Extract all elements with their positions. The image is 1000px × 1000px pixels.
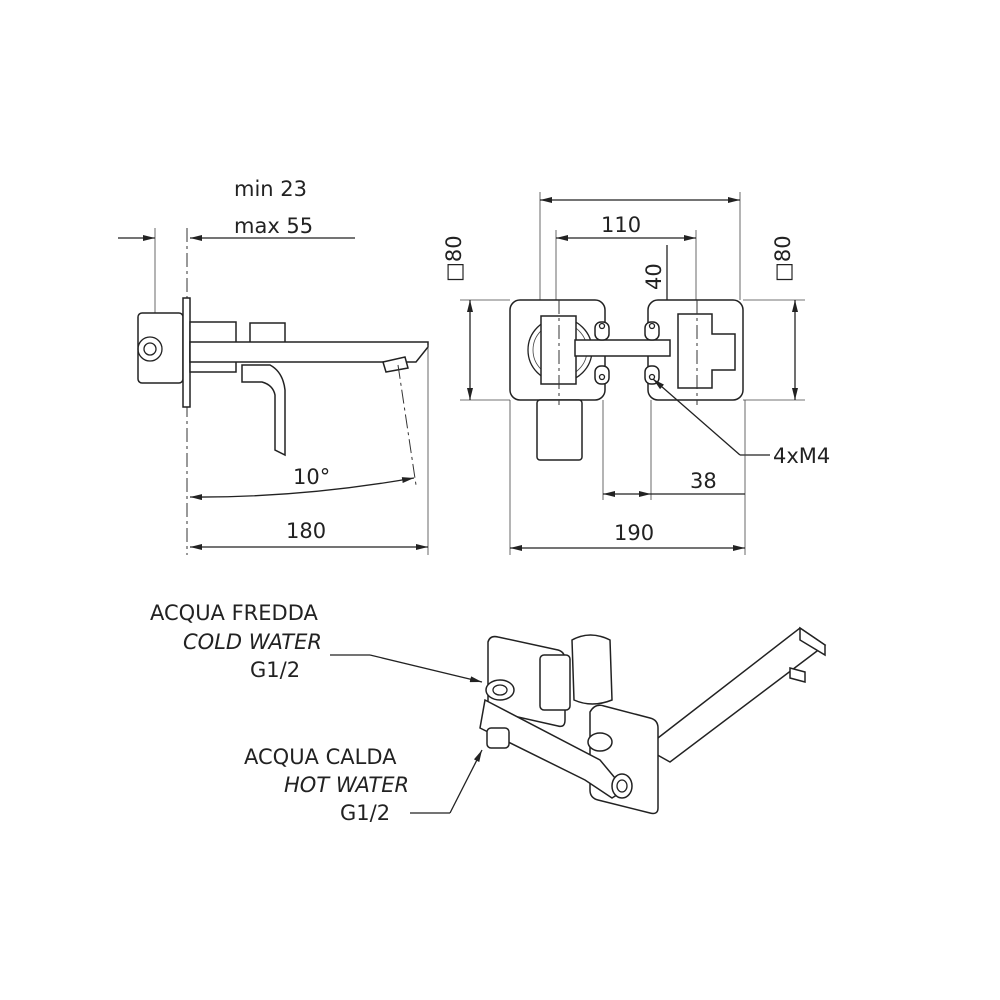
width-label: 190 [614,521,654,545]
offset-label: 40 [642,263,666,290]
side-view: min 23 max 55 10° 180 [118,177,429,555]
spacing-label: 38 [690,469,717,493]
isometric-view: ACQUA FREDDA COLD WATER G1/2 ACQUA CALDA… [150,601,827,825]
cold-label-en: COLD WATER [183,630,322,654]
handle-top [249,322,286,344]
depth-min-label: min 23 [234,177,307,201]
centers-label: 110 [601,213,641,237]
spout-side [189,341,429,363]
valve-body-iso [479,698,627,799]
hot-label-en: HOT WATER [284,773,409,797]
cold-thread-label: G1/2 [250,658,300,682]
lever-side [241,364,286,457]
valve-body-side [137,312,184,384]
hot-label-it: ACQUA CALDA [244,745,397,769]
front-view: 110 40 □80 □80 4xM4 [442,192,830,555]
hot-thread-label: G1/2 [340,801,390,825]
wall-plate-side [182,297,191,408]
depth-max-label: max 55 [234,214,313,238]
cold-label-it: ACQUA FREDDA [150,601,319,625]
screws-label: 4xM4 [773,444,830,468]
plate-left-label: □80 [442,235,466,282]
spout-iso [643,627,827,763]
angle-label: 10° [293,465,330,489]
plate-right-label: □80 [771,235,795,282]
length-label: 180 [286,519,326,543]
